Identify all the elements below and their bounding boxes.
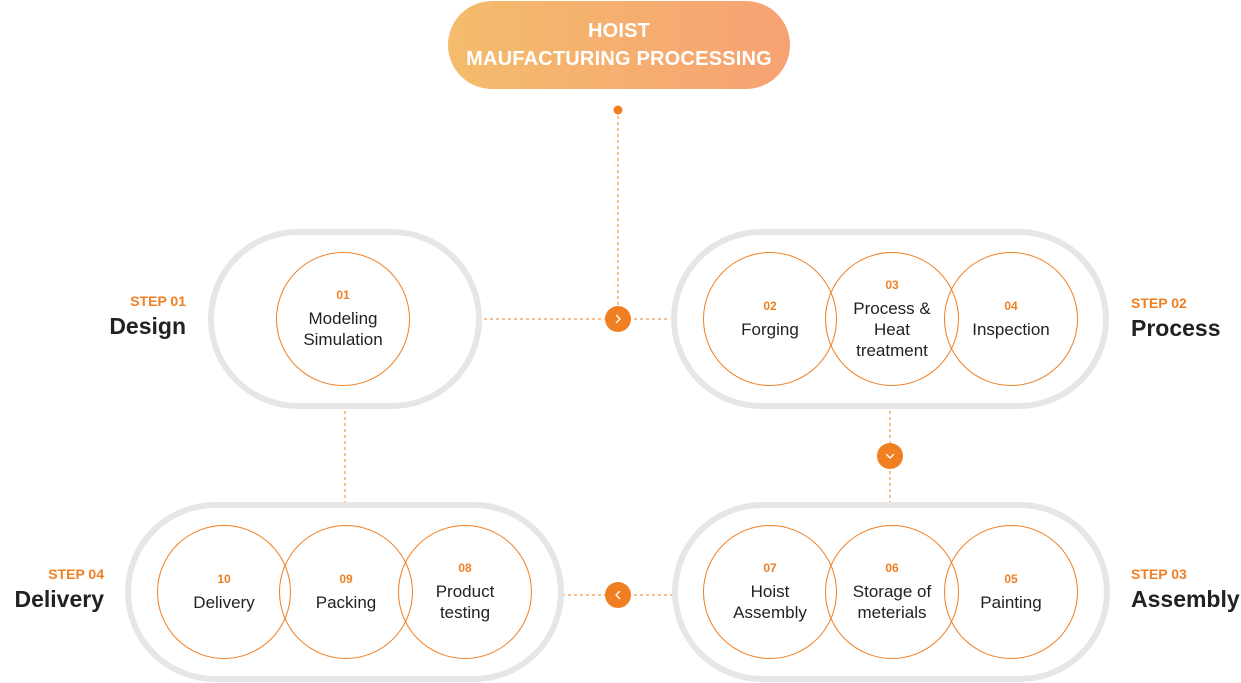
step-label: STEP 03 — [1131, 566, 1187, 582]
chevron-left-icon — [615, 590, 621, 600]
node-number: 03 — [885, 277, 899, 292]
step-name: Process — [1131, 315, 1221, 341]
node-label: Inspection — [972, 319, 1050, 339]
chevron-right-icon — [615, 314, 621, 324]
title-line-2: MAUFACTURING PROCESSING — [466, 48, 772, 70]
step-name: Design — [109, 313, 186, 339]
node-label: Painting — [980, 592, 1042, 612]
node-label: Product testing — [435, 582, 495, 622]
arrow-right-button — [605, 306, 631, 332]
connector-start-dot — [613, 105, 623, 115]
node-07: 07 Hoist Assembly — [703, 525, 837, 659]
node-number: 08 — [458, 561, 472, 575]
node-label: Forging — [741, 319, 799, 339]
node-number: 07 — [763, 561, 777, 575]
node-label: Modeling Simulation — [303, 309, 383, 349]
node-10: 10 Delivery — [157, 525, 291, 659]
step-label: STEP 01 — [130, 293, 186, 309]
step-04-block: STEP 04 Delivery — [4, 566, 104, 613]
node-01: 01 Modeling Simulation — [276, 252, 410, 386]
step-name: Delivery — [14, 586, 104, 612]
arrow-left-button — [605, 582, 631, 608]
node-number: 01 — [336, 288, 350, 302]
step-01-block: STEP 01 Design — [60, 293, 186, 340]
step-03-block: STEP 03 Assembly — [1131, 566, 1240, 613]
diagram-title: HOIST MAUFACTURING PROCESSING — [448, 1, 790, 89]
node-number: 06 — [885, 561, 899, 575]
node-04: 04 Inspection — [944, 252, 1078, 386]
node-08: 08 Product testing — [398, 525, 532, 659]
chevron-down-icon — [885, 453, 895, 459]
title-line-1: HOIST — [587, 20, 651, 42]
node-03: 03 Process & Heat treatment — [825, 252, 959, 386]
step-02-block: STEP 02 Process — [1131, 295, 1239, 342]
node-label: Hoist Assembly — [733, 582, 807, 622]
node-number: 05 — [1004, 571, 1018, 586]
step-label: STEP 02 — [1131, 295, 1187, 311]
node-number: 04 — [1004, 298, 1018, 313]
node-label: Storage of meterials — [852, 582, 932, 622]
node-number: 02 — [763, 298, 777, 313]
node-label: Packing — [315, 592, 377, 612]
node-label: Process & Heat treatment — [853, 298, 931, 360]
node-number: 10 — [217, 571, 231, 586]
node-06: 06 Storage of meterials — [825, 525, 959, 659]
node-02: 02 Forging — [703, 252, 837, 386]
node-09: 09 Packing — [279, 525, 413, 659]
node-05: 05 Painting — [944, 525, 1078, 659]
node-label: Delivery — [193, 592, 255, 612]
step-label: STEP 04 — [48, 566, 104, 582]
arrow-down-button — [877, 443, 903, 469]
step-name: Assembly — [1131, 586, 1240, 612]
node-number: 09 — [339, 571, 353, 586]
